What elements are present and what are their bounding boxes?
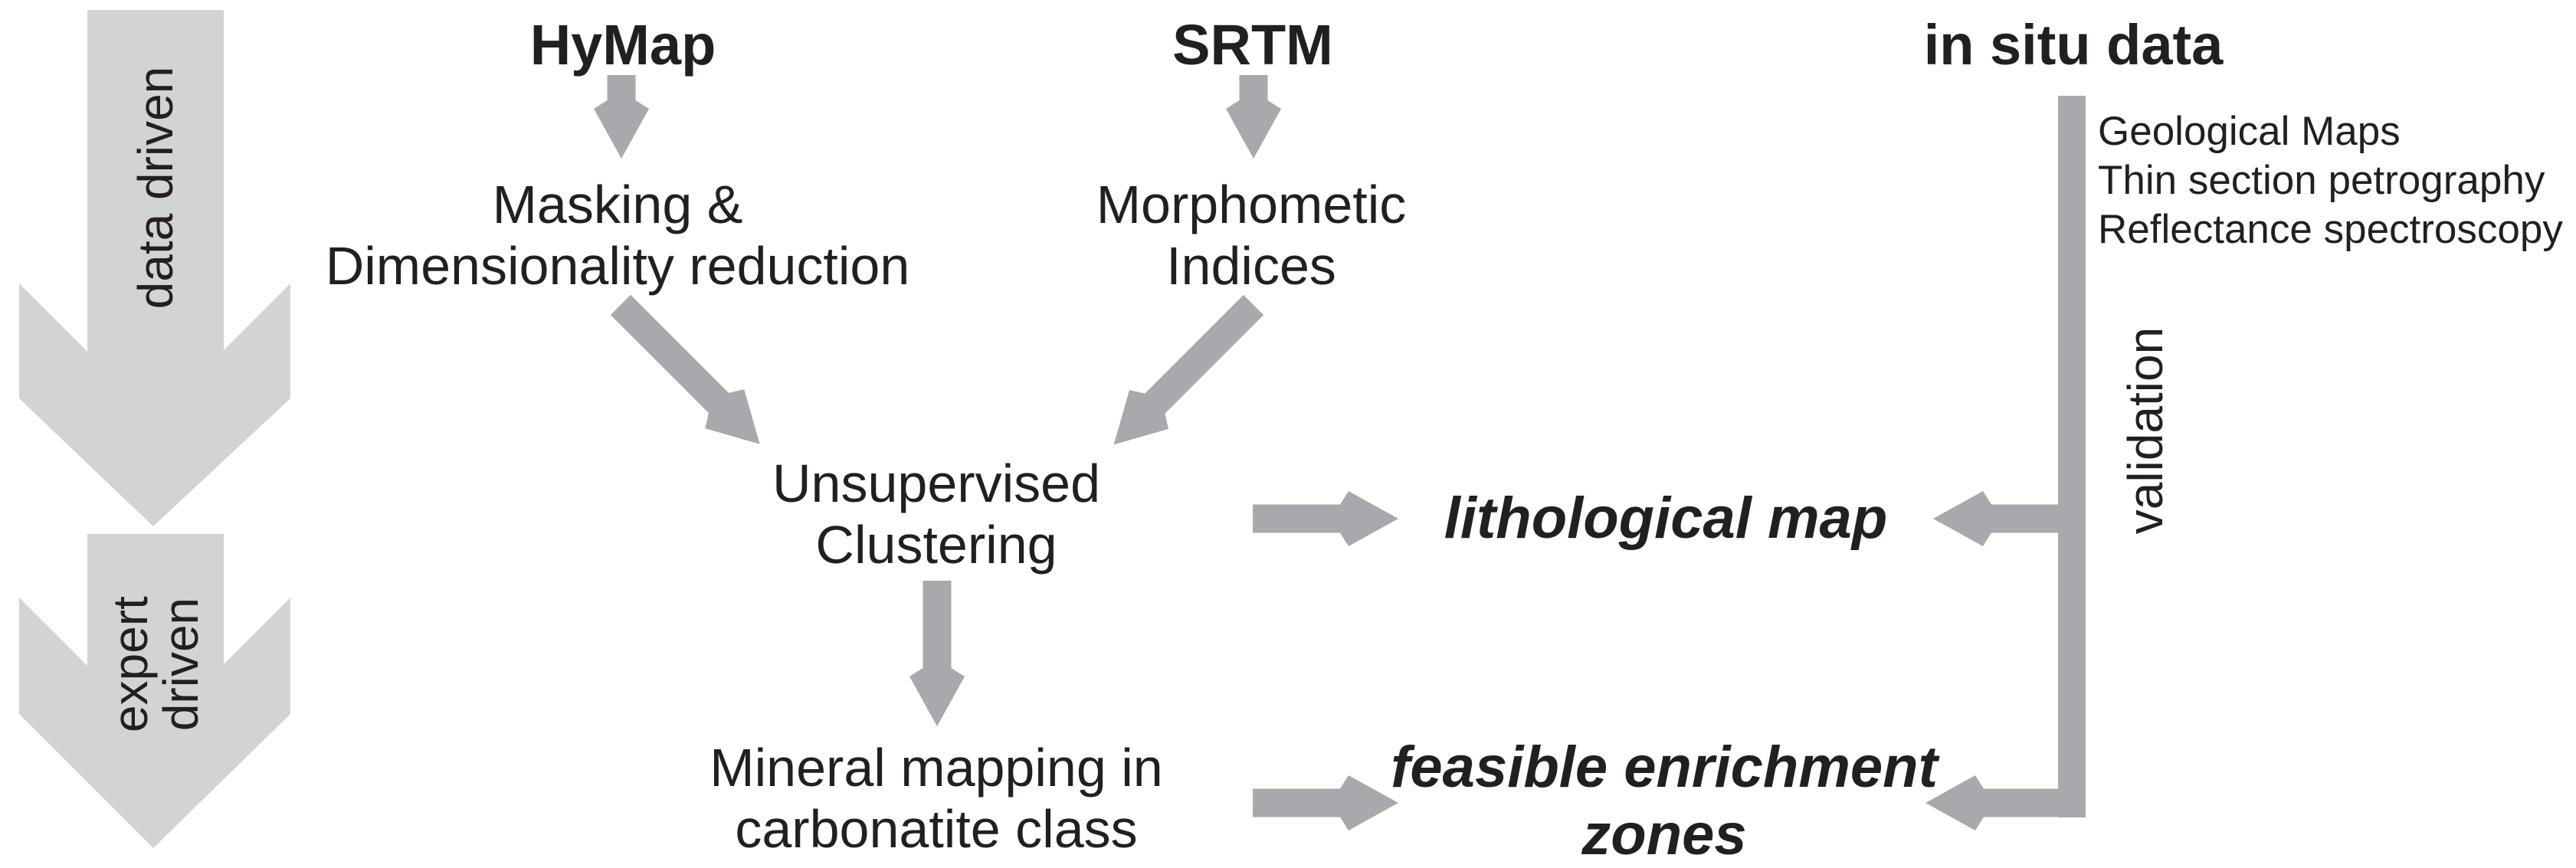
node-masking-line1: Masking & [492, 175, 743, 234]
validation-trunk-line [2058, 96, 2086, 817]
insitu-list-item-reflectance: Reflectance spectroscopy [2098, 207, 2563, 252]
diagonal-arrow-masking-to-clustering [610, 294, 760, 444]
node-masking: Masking & Dimensionality reduction [326, 174, 910, 296]
node-clustering-line2: Clustering [815, 515, 1057, 575]
insitu-list-item-geological-maps: Geological Maps [2098, 109, 2401, 154]
output-lithological-map: lithological map [1444, 486, 1888, 551]
label-validation: validation [2118, 326, 2173, 535]
left-arrow-validation-to-zones [1925, 775, 2086, 830]
node-morphometic-line1: Morphometic [1096, 175, 1407, 234]
right-arrow-mineral-to-zones [1253, 775, 1398, 830]
down-arrow-clustering-to-mineral [909, 581, 965, 726]
header-srtm: SRTM [1172, 13, 1333, 77]
output-zones-line1: feasible enrichment [1391, 735, 1938, 800]
label-expert-driven-line1: expert [103, 596, 158, 732]
node-clustering: Unsupervised Clustering [772, 453, 1100, 575]
label-expert-driven: expert driven [103, 596, 208, 732]
diagonal-arrow-morphometic-to-clustering [1113, 294, 1264, 445]
down-arrow-srtm-to-morphometic [1226, 75, 1281, 159]
node-morphometic: Morphometic Indices [1096, 174, 1407, 296]
node-morphometic-line2: Indices [1166, 236, 1336, 296]
output-feasible-enrichment-zones: feasible enrichment zones [1391, 734, 1938, 868]
node-clustering-line1: Unsupervised [772, 454, 1100, 513]
header-in-situ-data: in situ data [1923, 13, 2224, 77]
big-down-arrow-expert-driven [19, 534, 290, 848]
insitu-data-list: Geological Maps Thin section petrography… [2098, 107, 2563, 254]
label-expert-driven-line2: driven [153, 597, 208, 732]
node-masking-line2: Dimensionality reduction [325, 236, 910, 296]
insitu-list-item-thin-section: Thin section petrography [2098, 158, 2545, 203]
node-mineral-mapping-line1: Mineral mapping in [710, 738, 1163, 798]
node-mineral-mapping-line2: carbonatite class [735, 799, 1138, 859]
output-zones-line2: zones [1581, 802, 1747, 867]
node-mineral-mapping: Mineral mapping in carbonatite class [710, 737, 1162, 860]
header-hymap: HyMap [529, 13, 716, 77]
right-arrow-clustering-to-lithological-map [1253, 491, 1398, 546]
down-arrow-hymap-to-masking [594, 75, 649, 159]
label-data-driven: data driven [128, 66, 183, 310]
left-arrow-validation-to-lithological-map [1933, 491, 2086, 546]
big-down-arrow-data-driven [19, 10, 290, 526]
